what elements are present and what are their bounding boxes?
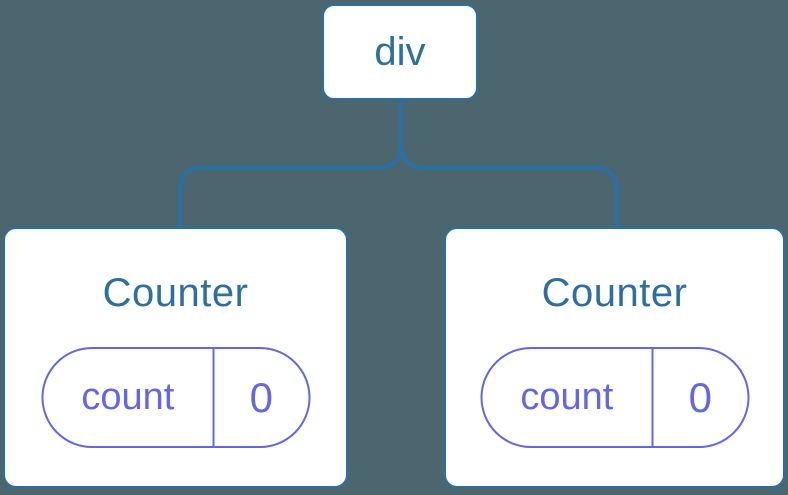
state-pill: count 0: [41, 347, 310, 448]
connector-left-branch: [177, 100, 404, 228]
root-node-div: div: [322, 4, 478, 100]
component-title: Counter: [102, 271, 249, 315]
connector-right-branch: [398, 100, 620, 228]
state-key: count: [482, 349, 654, 446]
state-value: 0: [688, 373, 712, 421]
counter-card-right: Counter count 0: [444, 227, 785, 488]
component-title: Counter: [541, 271, 688, 315]
root-node-label: div: [374, 29, 426, 74]
counter-card-left: Counter count 0: [3, 227, 348, 488]
state-value: 0: [249, 373, 273, 421]
state-key: count: [43, 349, 215, 446]
state-pill: count 0: [480, 347, 749, 448]
